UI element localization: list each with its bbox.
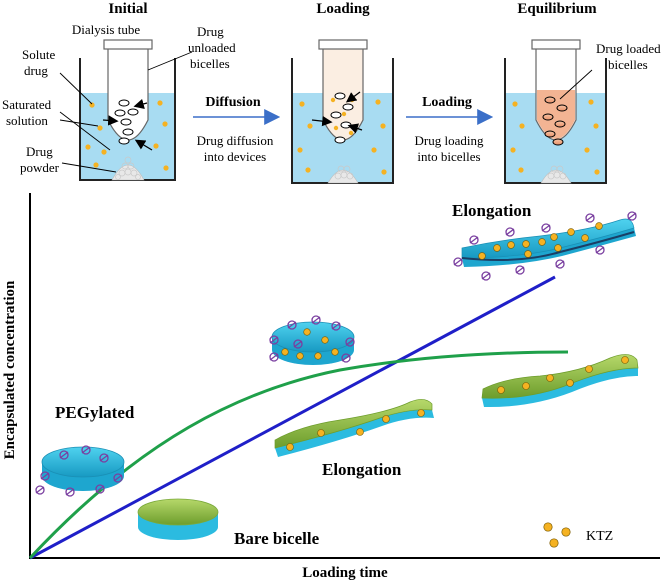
x-axis-label: Loading time <box>302 565 388 581</box>
ktz-legend-label: KTZ <box>586 529 613 544</box>
pegylated-disc-small <box>35 445 125 497</box>
beaker-loading <box>291 39 394 184</box>
label-powder-line2: powder <box>20 160 60 175</box>
stage-title-equilibrium: Equilibrium <box>517 1 597 17</box>
label-saturated-line1: Saturated <box>2 97 52 112</box>
label-unloaded-line2: unloaded <box>188 40 236 55</box>
leader-lines <box>59 51 193 173</box>
label-loaded-line2: bicelles <box>608 57 648 72</box>
label-unloaded-line3: bicelles <box>190 56 230 71</box>
green-ribbon-middle <box>274 399 434 457</box>
label-unloaded-line1: Drug <box>197 24 224 39</box>
y-axis-label: Encapsulated concentration <box>2 280 18 459</box>
label-saturated-line2: solution <box>6 113 48 128</box>
stage-title-initial: Initial <box>108 1 147 17</box>
arrow-diffusion-desc-line1: Drug diffusion <box>197 133 274 148</box>
beaker-initial <box>79 39 176 181</box>
green-ribbon-right <box>481 354 639 408</box>
curve-blue-linear <box>29 275 556 560</box>
label-elongation-middle: Elongation <box>322 460 402 479</box>
label-pegylated: PEGylated <box>55 403 135 422</box>
arrow-loading-desc-line1: Drug loading <box>415 133 484 148</box>
label-solute-line2: drug <box>24 63 48 78</box>
pegylated-disc-loaded <box>269 315 355 365</box>
label-elongation-top: Elongation <box>452 201 532 220</box>
arrow-diffusion-desc-line2: into devices <box>204 149 266 164</box>
ktz-legend-icon <box>543 522 571 548</box>
arrow-diffusion-title: Diffusion <box>205 95 260 110</box>
bare-bicelle-disc <box>137 498 219 540</box>
arrow-loading-title: Loading <box>422 95 472 110</box>
stage-title-loading: Loading <box>316 1 370 17</box>
label-bare-bicelle: Bare bicelle <box>234 529 320 548</box>
cyan-ribbon-top <box>453 211 637 281</box>
arrow-loading-desc-line2: into bicelles <box>417 149 480 164</box>
label-loaded-line1: Drug loaded <box>596 41 661 56</box>
label-solute-line1: Solute <box>22 47 55 62</box>
beaker-equilibrium <box>504 39 607 184</box>
label-powder-line1: Drug <box>26 144 53 159</box>
label-dialysis-tube: Dialysis tube <box>72 22 140 37</box>
